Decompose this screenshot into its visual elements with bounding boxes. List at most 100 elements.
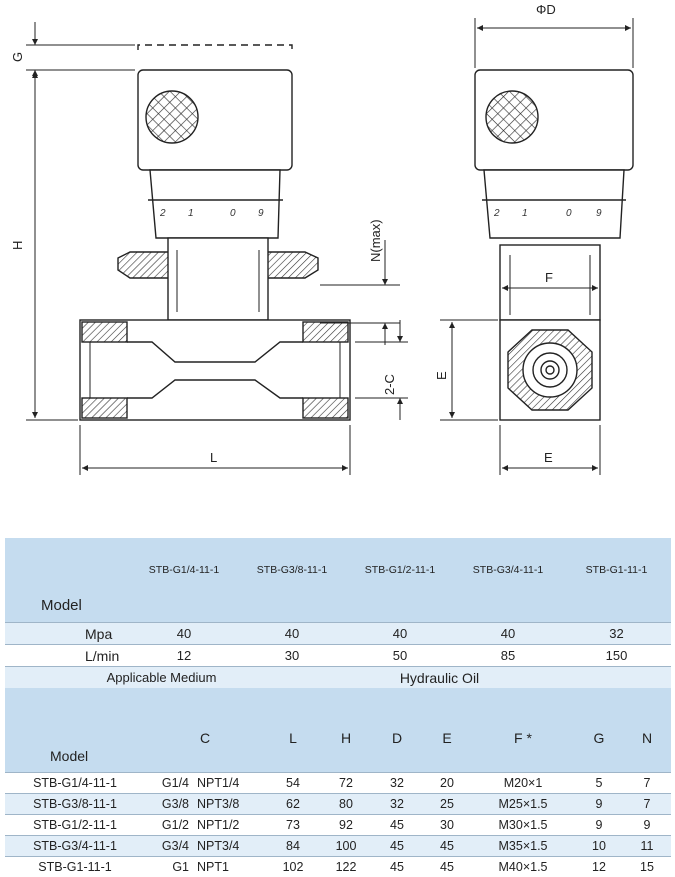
- table-cell: 7: [623, 794, 671, 815]
- table-cell: 92: [321, 815, 371, 836]
- header-d: D: [371, 688, 423, 773]
- cell: 40: [454, 623, 562, 645]
- header-l: L: [265, 688, 321, 773]
- spec-row-pressure: Mpa 40 40 40 40 32: [5, 623, 671, 645]
- header-g: G: [575, 688, 623, 773]
- technical-drawing: 2 1 0 9 2 1 0 9 G H L N(max) 2-C ΦD F E …: [0, 0, 675, 500]
- header-h: H: [321, 688, 371, 773]
- table-cell: 45: [371, 857, 423, 877]
- spec-header-row: Model STB-G1/4-11-1 STB-G3/8-11-1 STB-G1…: [5, 538, 671, 623]
- table-cell: 73: [265, 815, 321, 836]
- table-cell: NPT3/4: [193, 836, 265, 857]
- table-cell: 15: [623, 857, 671, 877]
- dim-label-e-vertical: E: [434, 371, 449, 380]
- model-name: STB-G1-11-1: [562, 538, 671, 623]
- front-view: [80, 45, 350, 420]
- spec-row-flow: L/min 12 30 50 85 150: [5, 645, 671, 667]
- svg-text:2: 2: [159, 208, 166, 219]
- table-cell: G1/2: [145, 815, 193, 836]
- table-cell: 102: [265, 857, 321, 877]
- table-cell: NPT1: [193, 857, 265, 877]
- header-c: C: [145, 688, 265, 773]
- table-cell: 12: [575, 857, 623, 877]
- model-name: STB-G1/2-11-1: [346, 538, 454, 623]
- table-cell: M35×1.5: [471, 836, 575, 857]
- dim-label-l: L: [210, 450, 217, 465]
- table-cell: 100: [321, 836, 371, 857]
- dimension-header-row: Model C L H D E F * G N: [5, 688, 671, 773]
- table-cell: NPT1/4: [193, 773, 265, 794]
- svg-text:1: 1: [188, 208, 194, 219]
- table-cell: NPT1/2: [193, 815, 265, 836]
- cell: 40: [130, 623, 238, 645]
- dim-label-d: ΦD: [536, 2, 556, 17]
- model-cell: STB-G1/4-11-1: [5, 773, 145, 794]
- header-model: Model: [5, 688, 145, 773]
- model-cell: STB-G3/4-11-1: [5, 836, 145, 857]
- cell: 50: [346, 645, 454, 667]
- svg-text:0: 0: [230, 208, 236, 219]
- table-cell: 62: [265, 794, 321, 815]
- model-cell: STB-G1-11-1: [5, 857, 145, 877]
- svg-text:9: 9: [596, 208, 602, 219]
- table-cell: 45: [371, 836, 423, 857]
- table-cell: M25×1.5: [471, 794, 575, 815]
- table-cell: G1/4: [145, 773, 193, 794]
- table-cell: 45: [423, 836, 471, 857]
- cell: 40: [238, 623, 346, 645]
- table-cell: 45: [423, 857, 471, 877]
- table-cell: 7: [623, 773, 671, 794]
- svg-text:9: 9: [258, 208, 264, 219]
- dim-label-c: 2-C: [382, 374, 397, 395]
- dim-label-g: G: [10, 52, 25, 62]
- header-e: E: [423, 688, 471, 773]
- table-cell: 9: [623, 815, 671, 836]
- table-cell: 45: [371, 815, 423, 836]
- table-cell: G1: [145, 857, 193, 877]
- row-label: L/min: [5, 645, 130, 667]
- table-cell: 11: [623, 836, 671, 857]
- table-cell: M20×1: [471, 773, 575, 794]
- spec-row-medium: Applicable Medium Hydraulic Oil: [5, 667, 671, 689]
- table-cell: M40×1.5: [471, 857, 575, 877]
- knurl-icon: [486, 91, 538, 143]
- row-label: Mpa: [5, 623, 130, 645]
- cell: 150: [562, 645, 671, 667]
- dim-label-n: N(max): [368, 219, 383, 262]
- table-cell: 20: [423, 773, 471, 794]
- dim-label-h: H: [10, 241, 25, 250]
- medium-label: Applicable Medium: [5, 667, 238, 689]
- table-cell: 9: [575, 794, 623, 815]
- table-cell: 80: [321, 794, 371, 815]
- table-cell: 54: [265, 773, 321, 794]
- spec-table: Model STB-G1/4-11-1 STB-G3/8-11-1 STB-G1…: [5, 538, 671, 688]
- cell: 12: [130, 645, 238, 667]
- table-cell: 25: [423, 794, 471, 815]
- knurl-icon: [146, 91, 198, 143]
- table-cell: G3/8: [145, 794, 193, 815]
- table-cell: 9: [575, 815, 623, 836]
- dim-label-f: F: [545, 270, 553, 285]
- cell: 30: [238, 645, 346, 667]
- model-label: Model: [5, 538, 130, 623]
- table-cell: 30: [423, 815, 471, 836]
- cell: 32: [562, 623, 671, 645]
- table-cell: 72: [321, 773, 371, 794]
- model-name: STB-G1/4-11-1: [130, 538, 238, 623]
- cell: 85: [454, 645, 562, 667]
- model-cell: STB-G1/2-11-1: [5, 815, 145, 836]
- table-cell: 5: [575, 773, 623, 794]
- side-view: [475, 70, 633, 420]
- header-n: N: [623, 688, 671, 773]
- table-cell: 122: [321, 857, 371, 877]
- table-cell: 32: [371, 794, 423, 815]
- dim-label-e-horizontal: E: [544, 450, 553, 465]
- model-name: STB-G3/4-11-1: [454, 538, 562, 623]
- svg-text:0: 0: [566, 208, 572, 219]
